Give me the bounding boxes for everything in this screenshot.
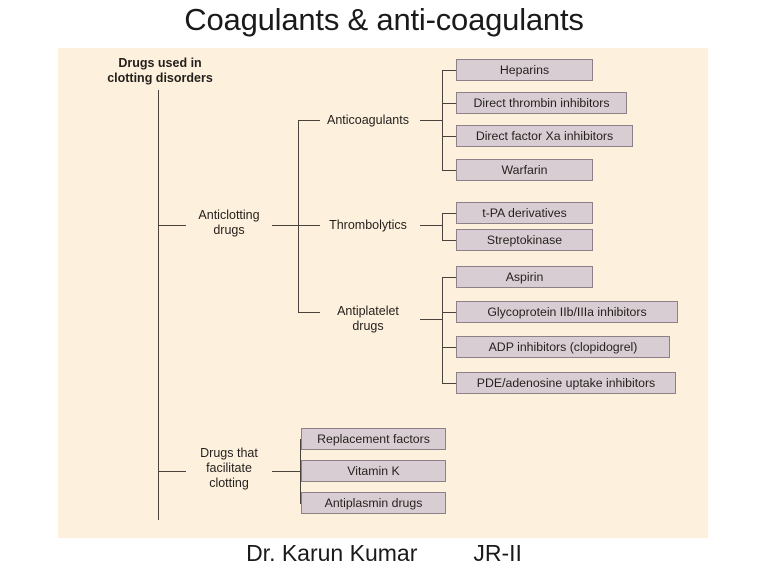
- connector-leaf-streptokinase: [442, 240, 456, 241]
- connector-leaf-glycoprotein-inhibitors: [442, 312, 456, 313]
- diagram-panel: Drugs used in clotting disorders Anticlo…: [58, 48, 708, 538]
- connector-branch2-out: [272, 471, 300, 472]
- leaf-warfarin[interactable]: Warfarin: [456, 159, 593, 181]
- connector-root-arm-bottom: [158, 471, 186, 472]
- branch-label-facilitate-clotting: Drugs that facilitate clotting: [200, 446, 258, 490]
- leaf-direct-thrombin-inhibitors[interactable]: Direct thrombin inhibitors: [456, 92, 627, 114]
- group-label-antiplatelet-drugs: Antiplatelet drugs: [337, 304, 399, 333]
- footer-designation: JR-II: [473, 540, 522, 566]
- footer: Dr. Karun Kumar JR-II: [0, 540, 768, 567]
- connector-anticoagulants-bracket: [442, 70, 443, 170]
- group-label-anticoagulants: Anticoagulants: [326, 113, 409, 127]
- leaf-aspirin[interactable]: Aspirin: [456, 266, 593, 288]
- connector-root-bracket: [158, 225, 159, 520]
- leaf-direct-factor-xa-inhibitors[interactable]: Direct factor Xa inhibitors: [456, 125, 633, 147]
- leaf-streptokinase[interactable]: Streptokinase: [456, 229, 593, 251]
- leaf-adp-inhibitors[interactable]: ADP inhibitors (clopidogrel): [456, 336, 670, 358]
- connector-thrombolytics-out: [420, 225, 442, 226]
- connector-leaf-warfarin: [442, 170, 456, 171]
- branch-label-anticlotting-drugs: Anticlotting drugs: [198, 208, 260, 237]
- connector-leaf-direct-factor-xa-inhibitors: [442, 136, 456, 137]
- leaf-glycoprotein-inhibitors[interactable]: Glycoprotein IIb/IIIa inhibitors: [456, 301, 678, 323]
- connector-branch1-out: [272, 225, 298, 226]
- connector-root-stem: [158, 90, 159, 225]
- connector-leaf-tpa-derivatives: [442, 213, 456, 214]
- connector-leaf-pde-adenosine-inhibitors: [442, 383, 456, 384]
- connector-leaf-aspirin: [442, 277, 456, 278]
- leaf-vitamin-k[interactable]: Vitamin K: [301, 460, 446, 482]
- connector-leaf-heparins: [442, 70, 456, 71]
- leaf-antiplasmin-drugs[interactable]: Antiplasmin drugs: [301, 492, 446, 514]
- leaf-replacement-factors[interactable]: Replacement factors: [301, 428, 446, 450]
- leaf-pde-adenosine-inhibitors[interactable]: PDE/adenosine uptake inhibitors: [456, 372, 676, 394]
- connector-leaf-direct-thrombin-inhibitors: [442, 103, 456, 104]
- leaf-tpa-derivatives[interactable]: t-PA derivatives: [456, 202, 593, 224]
- connector-branch1-arm-thrombolytics: [298, 225, 320, 226]
- connector-antiplatelet-out: [420, 319, 442, 320]
- footer-presenter: Dr. Karun Kumar: [246, 540, 418, 566]
- connector-leaf-adp-inhibitors: [442, 347, 456, 348]
- connector-branch1-bracket: [298, 120, 299, 312]
- connector-branch1-arm-anticoagulants: [298, 120, 320, 121]
- connector-branch1-arm-antiplatelet: [298, 312, 320, 313]
- connector-root-arm-top: [158, 225, 186, 226]
- page-title: Coagulants & anti-coagulants: [184, 2, 584, 37]
- connector-antiplatelet-bracket: [442, 277, 443, 383]
- connector-anticoagulants-out: [420, 120, 442, 121]
- group-label-thrombolytics: Thrombolytics: [329, 218, 407, 232]
- tree-root-label: Drugs used in clotting disorders: [107, 56, 213, 85]
- leaf-heparins[interactable]: Heparins: [456, 59, 593, 81]
- connector-thrombolytics-bracket: [442, 213, 443, 240]
